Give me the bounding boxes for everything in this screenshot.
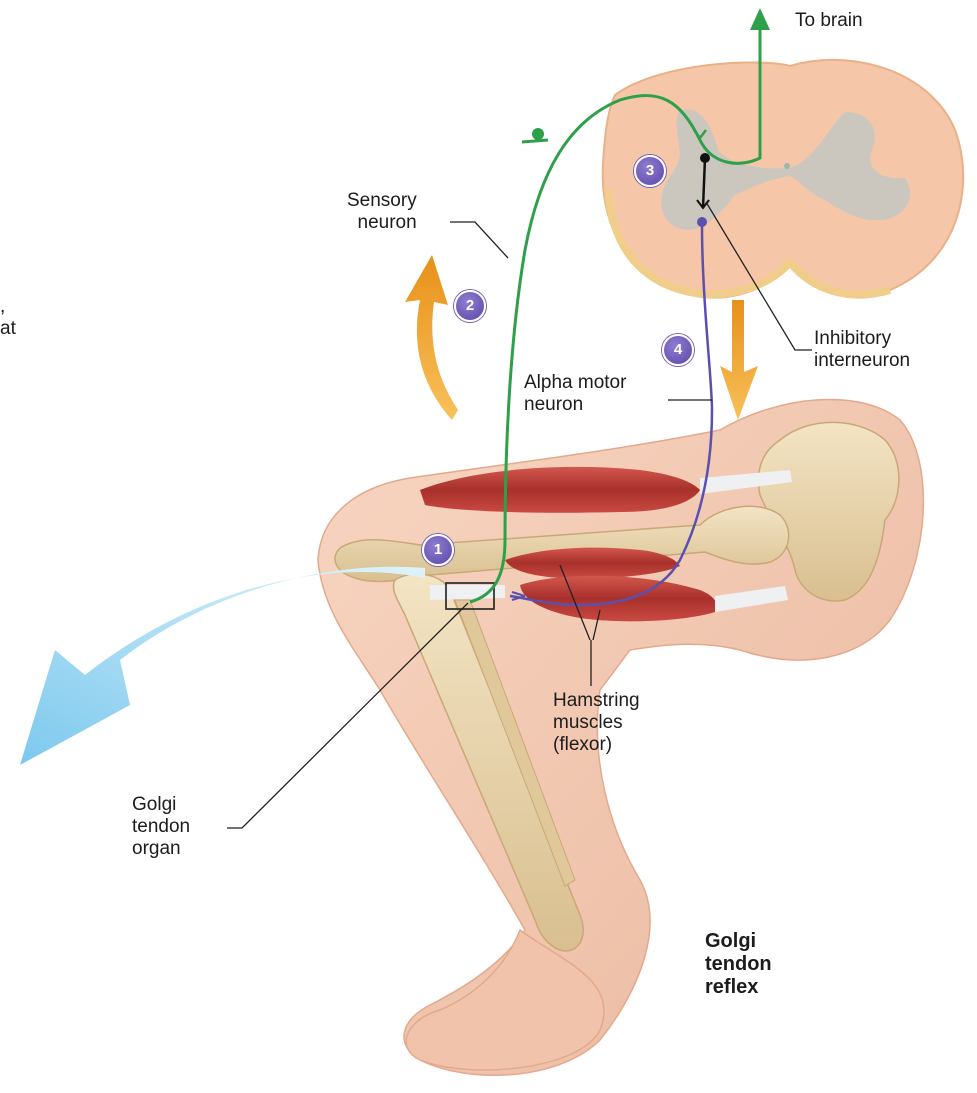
sensory-neuron-label: Sensory neuron	[347, 190, 417, 234]
to-brain-label: To brain	[795, 10, 863, 32]
alpha-motor-cell-body	[697, 217, 707, 227]
inhibitory-interneuron-label-line2: interneuron	[814, 350, 910, 372]
cut-off-left-text: , at	[0, 296, 16, 340]
golgi-tendon-organ-label-line1: Golgi	[132, 794, 190, 816]
inhibitory-interneuron-label: Inhibitory interneuron	[814, 328, 910, 372]
to-brain-arrowhead	[750, 8, 770, 30]
step-4-badge: 4	[662, 334, 694, 366]
afferent-direction-arrow	[405, 255, 458, 420]
figure-title-line3: reflex	[705, 976, 772, 999]
step-1-badge: 1	[422, 534, 454, 566]
golgi-tendon-organ-label-line2: tendon	[132, 816, 190, 838]
inhibitory-interneuron-label-line1: Inhibitory	[814, 328, 910, 350]
hamstring-muscles-label-line3: (flexor)	[553, 734, 640, 756]
hamstring-muscles-label: Hamstring muscles (flexor)	[553, 690, 640, 756]
alpha-motor-neuron-label: Alpha motor neuron	[524, 372, 626, 416]
hamstring-muscles-label-line2: muscles	[553, 712, 640, 734]
cut-off-left-text-line2: at	[0, 318, 16, 340]
step-3-badge: 3	[634, 155, 666, 187]
efferent-direction-arrow	[720, 300, 758, 420]
golgi-tendon-organ-label: Golgi tendon organ	[132, 794, 190, 860]
sensory-neuron-label-line1: Sensory	[347, 190, 417, 212]
sensory-cell-body	[532, 128, 544, 140]
figure-title-line2: tendon	[705, 953, 772, 976]
sensory-neuron-label-line2: neuron	[347, 212, 417, 234]
step-2-badge: 2	[454, 290, 486, 322]
alpha-motor-neuron-label-line1: Alpha motor	[524, 372, 626, 394]
sensory-neuron-leader	[450, 222, 508, 258]
golgi-tendon-organ-label-line3: organ	[132, 838, 190, 860]
central-canal	[784, 163, 790, 169]
figure-title-line1: Golgi	[705, 930, 772, 953]
cut-off-left-text-line1: ,	[0, 296, 16, 318]
alpha-motor-neuron-label-line2: neuron	[524, 394, 626, 416]
figure-title: Golgi tendon reflex	[705, 930, 772, 999]
sensory-cell-body-stem	[522, 140, 548, 142]
hamstring-muscles-label-line1: Hamstring	[553, 690, 640, 712]
